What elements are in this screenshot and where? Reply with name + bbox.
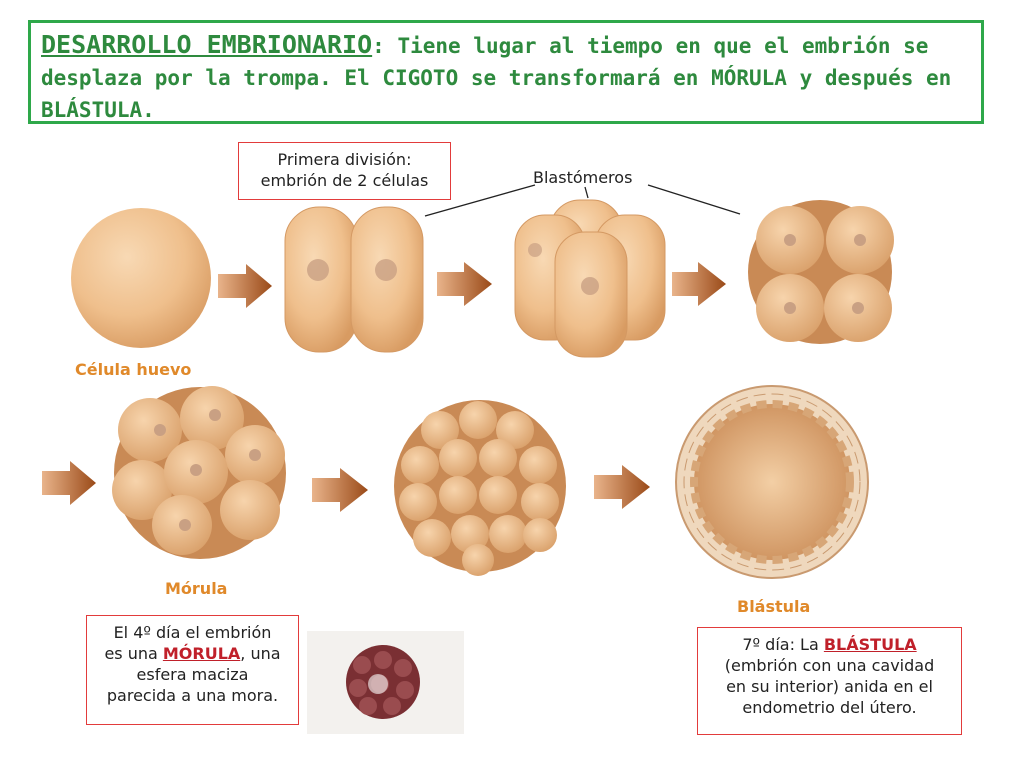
blastula-label: Blástula	[737, 597, 811, 616]
blastula-note-line3: en su interior) anida en el	[726, 677, 933, 696]
arrow-right-icon	[42, 461, 96, 505]
morula-label: Mórula	[165, 579, 228, 598]
morula-note-line3: esfera maciza	[136, 665, 249, 684]
blastomeros-label: Blastómeros	[533, 168, 633, 187]
blastula-note-line1: 7º día: La BLÁSTULA	[698, 634, 961, 655]
first-division-line1: Primera división:	[277, 150, 412, 169]
blastula-note-emphasis: BLÁSTULA	[823, 635, 917, 654]
arrow-right-icon	[218, 264, 272, 308]
page-title: DESARROLLO EMBRIONARIO	[41, 30, 373, 59]
arrow-right-icon	[672, 262, 726, 306]
blastula-note-line4: endometrio del útero.	[742, 698, 917, 717]
title-colon: :	[372, 34, 385, 58]
morula-note-line2: es una MÓRULA, una	[87, 643, 298, 664]
arrow-right-icon	[437, 262, 492, 306]
morula-note-line2-post: , una	[240, 644, 281, 663]
blastula-note-line1-pre: 7º día: La	[742, 635, 824, 654]
four-cell-embryo-icon	[514, 199, 666, 358]
first-division-line2: embrión de 2 células	[260, 171, 429, 190]
celula-huevo-label: Célula huevo	[75, 360, 192, 379]
eight-cell-embryo-icon	[748, 200, 894, 344]
morula-note-line2-pre: es una	[104, 644, 163, 663]
blastula-note-line2: (embrión con una cavidad	[724, 656, 935, 675]
morula-note-line4: parecida a una mora.	[106, 686, 279, 705]
arrow-right-icon	[594, 465, 650, 509]
blastula-icon	[675, 385, 869, 579]
arrow-right-icon	[312, 468, 368, 512]
morula-note: El 4º día el embrión es una MÓRULA, una …	[86, 615, 299, 725]
title-description: Tiene lugar al tiempo en que el embrión …	[41, 34, 952, 122]
two-cell-embryo-icon	[284, 206, 424, 353]
blastula-note: 7º día: La BLÁSTULA (embrión con una cav…	[697, 627, 962, 735]
morula-micrograph	[307, 631, 464, 734]
title-box: DESARROLLO EMBRIONARIO: Tiene lugar al t…	[28, 20, 984, 124]
first-division-caption: Primera división: embrión de 2 células	[238, 142, 451, 200]
blastomere-pointer-lines	[424, 184, 741, 217]
morula-note-emphasis: MÓRULA	[162, 644, 241, 663]
morula-icon	[112, 386, 286, 559]
cell-egg-icon	[71, 208, 211, 348]
morula-note-line1: El 4º día el embrión	[113, 623, 272, 642]
late-morula-icon	[394, 400, 566, 576]
